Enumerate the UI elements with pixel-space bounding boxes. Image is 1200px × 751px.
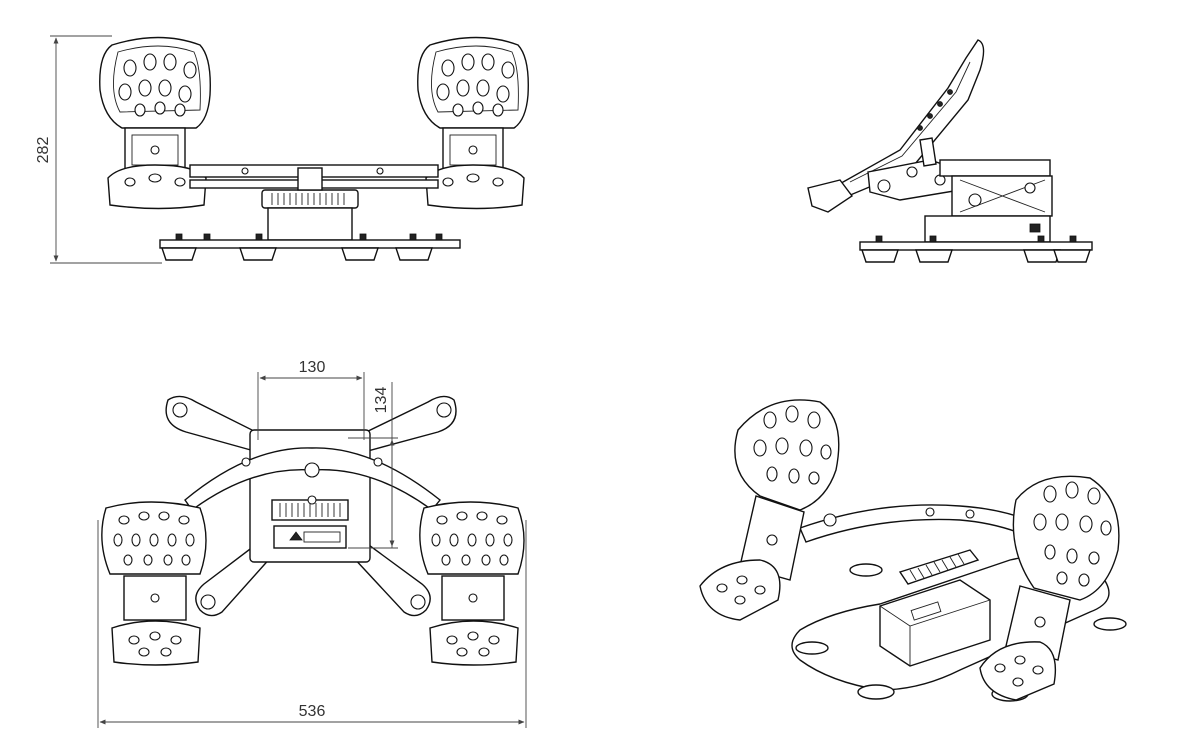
dimension-height-label: 282 <box>35 137 52 164</box>
dimension-inner-width: 130 <box>257 359 365 440</box>
top-view <box>101 395 525 666</box>
dimension-inner-height: 134 <box>348 382 398 549</box>
isometric-view <box>699 399 1127 702</box>
front-left-pedal <box>99 36 211 210</box>
dimension-overall-width: 536 <box>97 520 527 728</box>
dimension-inner-width-label: 130 <box>299 359 326 376</box>
top-left-pedal <box>101 501 207 666</box>
front-view <box>99 36 529 261</box>
top-right-pedal <box>419 501 525 666</box>
dimension-inner-height-label: 134 <box>373 387 390 414</box>
front-right-pedal <box>417 36 529 210</box>
dimension-overall-width-label: 536 <box>299 703 326 720</box>
iso-right-pedal <box>979 475 1120 701</box>
dimension-height: 282 <box>35 35 162 264</box>
side-view <box>807 39 1093 263</box>
iso-left-pedal <box>699 399 840 621</box>
